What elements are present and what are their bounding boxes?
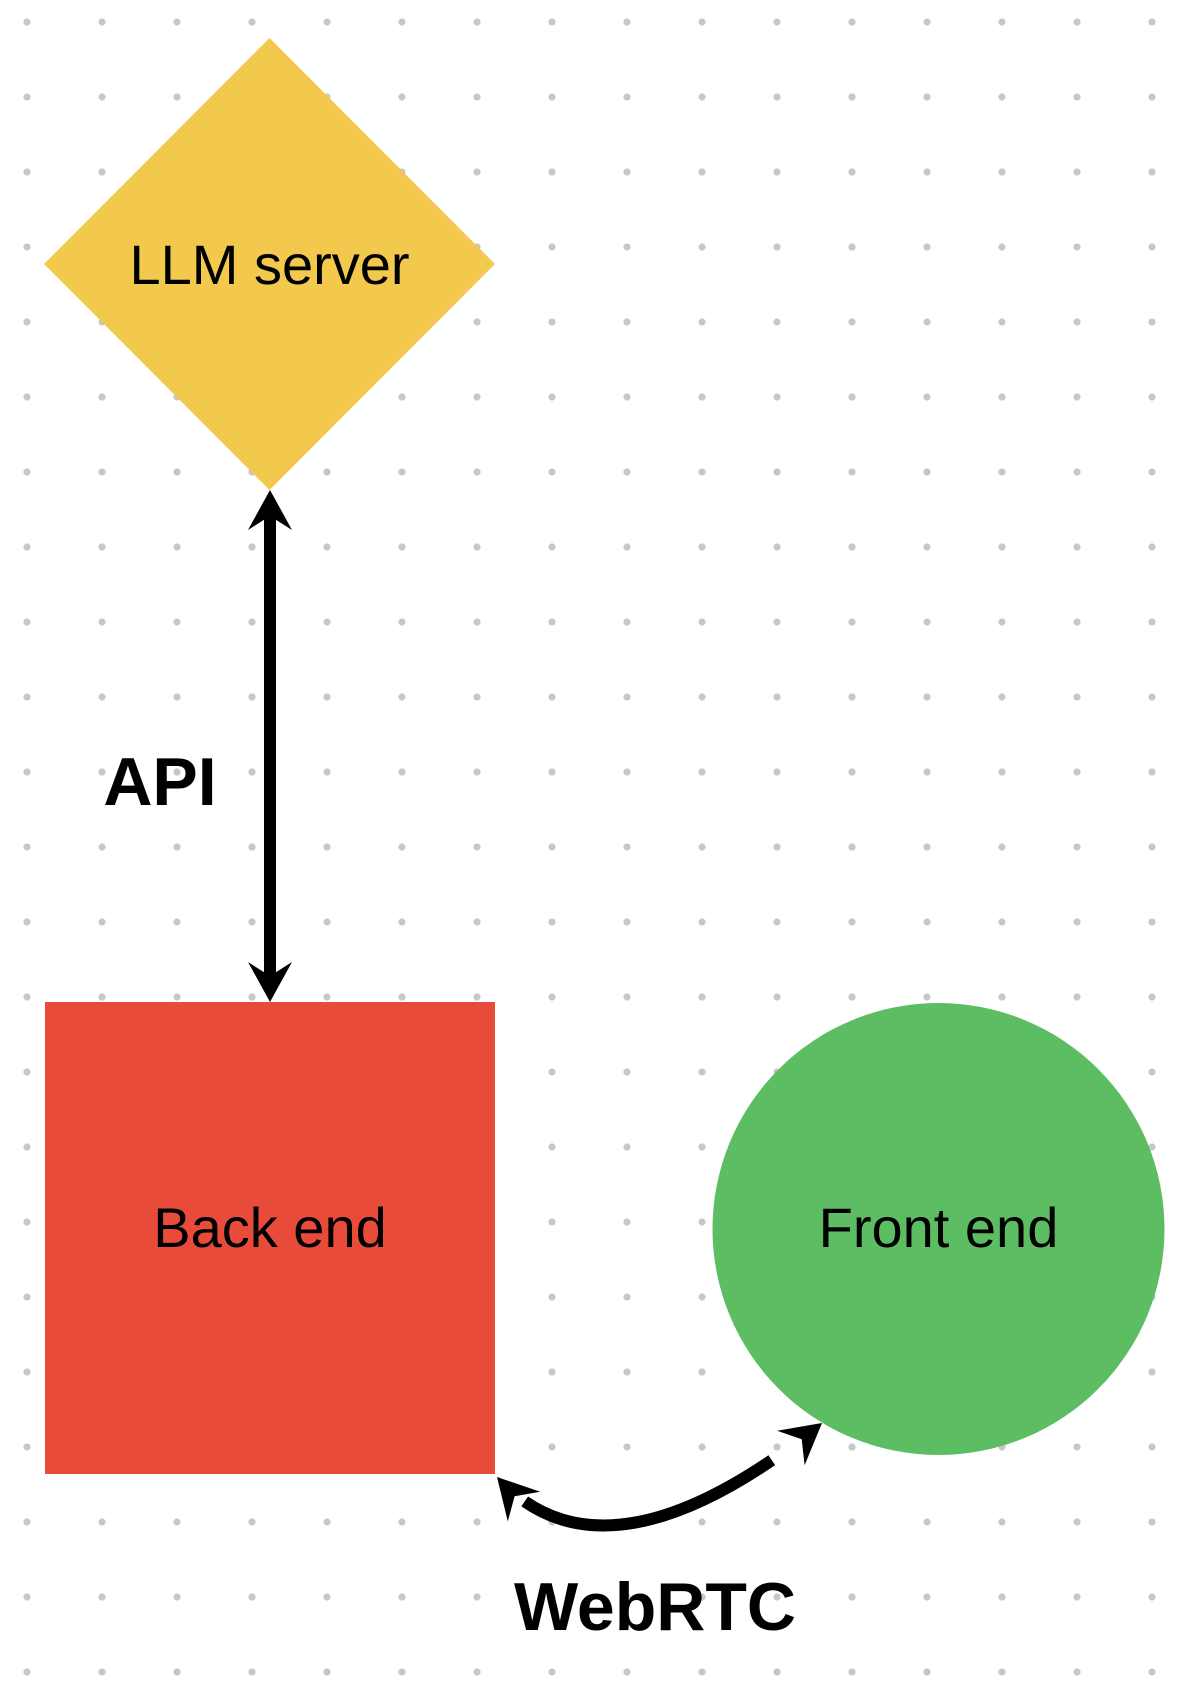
webrtc-arrowhead-left-icon xyxy=(497,1477,541,1522)
front-end-circle-shape[interactable] xyxy=(712,1003,1165,1455)
webrtc-arrow-curve[interactable] xyxy=(521,1455,776,1532)
back-end-label: Back end xyxy=(153,1196,387,1259)
node-front-end: Front end xyxy=(712,1003,1165,1455)
llm-server-label: LLM server xyxy=(129,233,409,296)
node-llm-server: LLM server xyxy=(44,38,495,490)
edge-webrtc: WebRTC xyxy=(497,1423,822,1645)
webrtc-edge-label: WebRTC xyxy=(514,1569,796,1645)
api-arrowhead-down-icon xyxy=(248,962,292,1002)
api-edge-label: API xyxy=(103,744,216,820)
front-end-label: Front end xyxy=(819,1196,1059,1259)
back-end-square-shape[interactable] xyxy=(45,1002,495,1474)
node-back-end: Back end xyxy=(45,1002,495,1474)
llm-server-diamond-shape[interactable] xyxy=(44,38,495,490)
edge-api: API xyxy=(103,490,292,1002)
api-arrowhead-up-icon xyxy=(248,490,292,530)
webrtc-arrowhead-right-icon xyxy=(777,1423,822,1466)
